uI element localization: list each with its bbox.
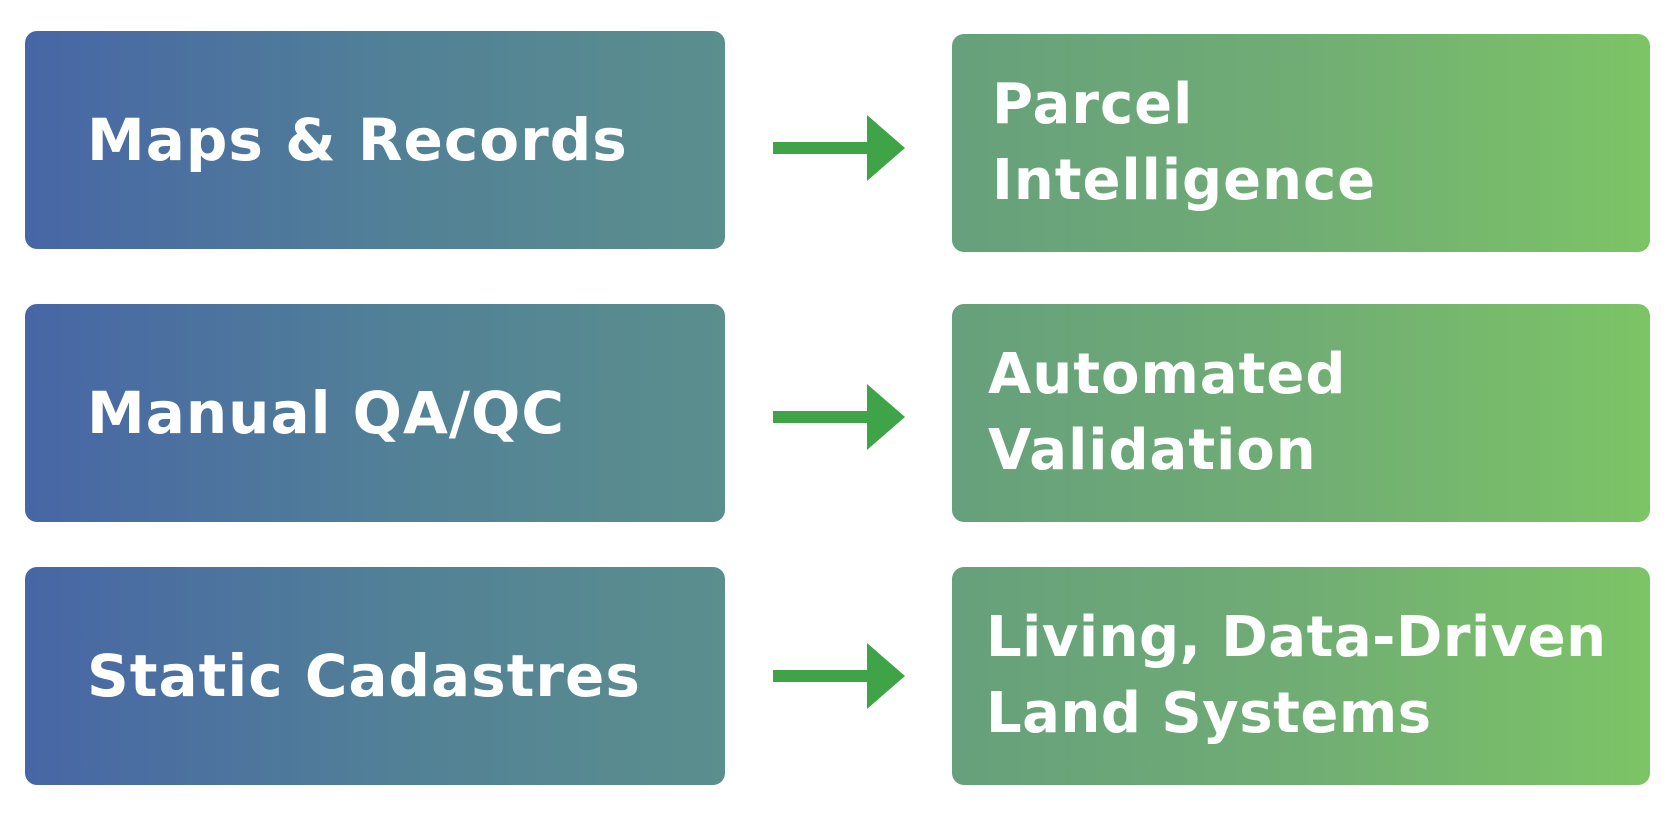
arrow-right-icon [773,115,905,181]
from-box-label: Maps & Records [87,106,628,174]
from-box-manual-qaqc: Manual QA/QC [25,304,725,522]
to-box-living-land-systems: Living, Data-Driven Land Systems [952,567,1650,785]
arrow-right-icon [773,643,905,709]
to-box-parcel-intelligence: Parcel Intelligence [952,34,1650,252]
from-box-static-cadastres: Static Cadastres [25,567,725,785]
to-box-label: Living, Data-Driven Land Systems [986,605,1607,746]
from-box-label: Manual QA/QC [87,379,565,447]
to-box-label: Automated Validation [988,342,1347,483]
to-box-label: Parcel Intelligence [992,72,1377,213]
from-box-maps-records: Maps & Records [25,31,725,249]
arrow-right-icon [773,384,905,450]
from-box-label: Static Cadastres [87,642,641,710]
to-box-automated-validation: Automated Validation [952,304,1650,522]
